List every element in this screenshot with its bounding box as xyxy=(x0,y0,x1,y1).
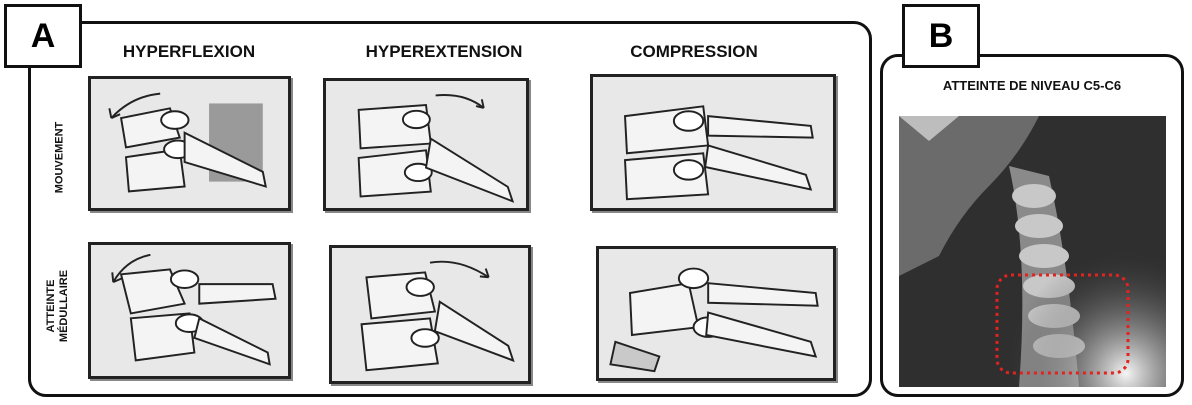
row-label-mouvement: MOUVEMENT xyxy=(54,118,67,198)
panel-b-label: B xyxy=(902,4,980,68)
panel-b-title: ATTEINTE DE NIVEAU C5-C6 xyxy=(880,78,1184,93)
row-label-atteinte-line1: ATTEINTE xyxy=(45,280,57,333)
illustration-hyperflexion-spinal-injury xyxy=(88,242,291,379)
illustration-compression-movement xyxy=(590,74,836,211)
illustration-hyperextension-movement xyxy=(323,78,529,211)
row-label-atteinte-line2: MÉDULLAIRE xyxy=(58,270,70,342)
vertebrae-drawing xyxy=(326,81,526,208)
row-label-atteinte: ATTEINTE MÉDULLAIRE xyxy=(45,256,71,356)
column-heading-compression: COMPRESSION xyxy=(604,42,784,62)
illustration-hyperflexion-movement xyxy=(88,76,291,211)
cervical-xray-image xyxy=(899,116,1166,387)
column-heading-hyperflexion: HYPERFLEXION xyxy=(104,42,274,62)
vertebrae-drawing xyxy=(599,249,833,378)
panel-a-label: A xyxy=(4,4,82,68)
vertebrae-drawing xyxy=(593,77,833,208)
vertebrae-drawing xyxy=(91,245,288,376)
xray-drawing xyxy=(899,116,1166,387)
illustration-compression-spinal-injury xyxy=(596,246,836,381)
vertebrae-drawing xyxy=(332,248,528,381)
illustration-hyperextension-spinal-injury xyxy=(329,245,531,384)
vertebrae-drawing xyxy=(91,79,288,208)
column-heading-hyperextension: HYPEREXTENSION xyxy=(344,42,544,62)
